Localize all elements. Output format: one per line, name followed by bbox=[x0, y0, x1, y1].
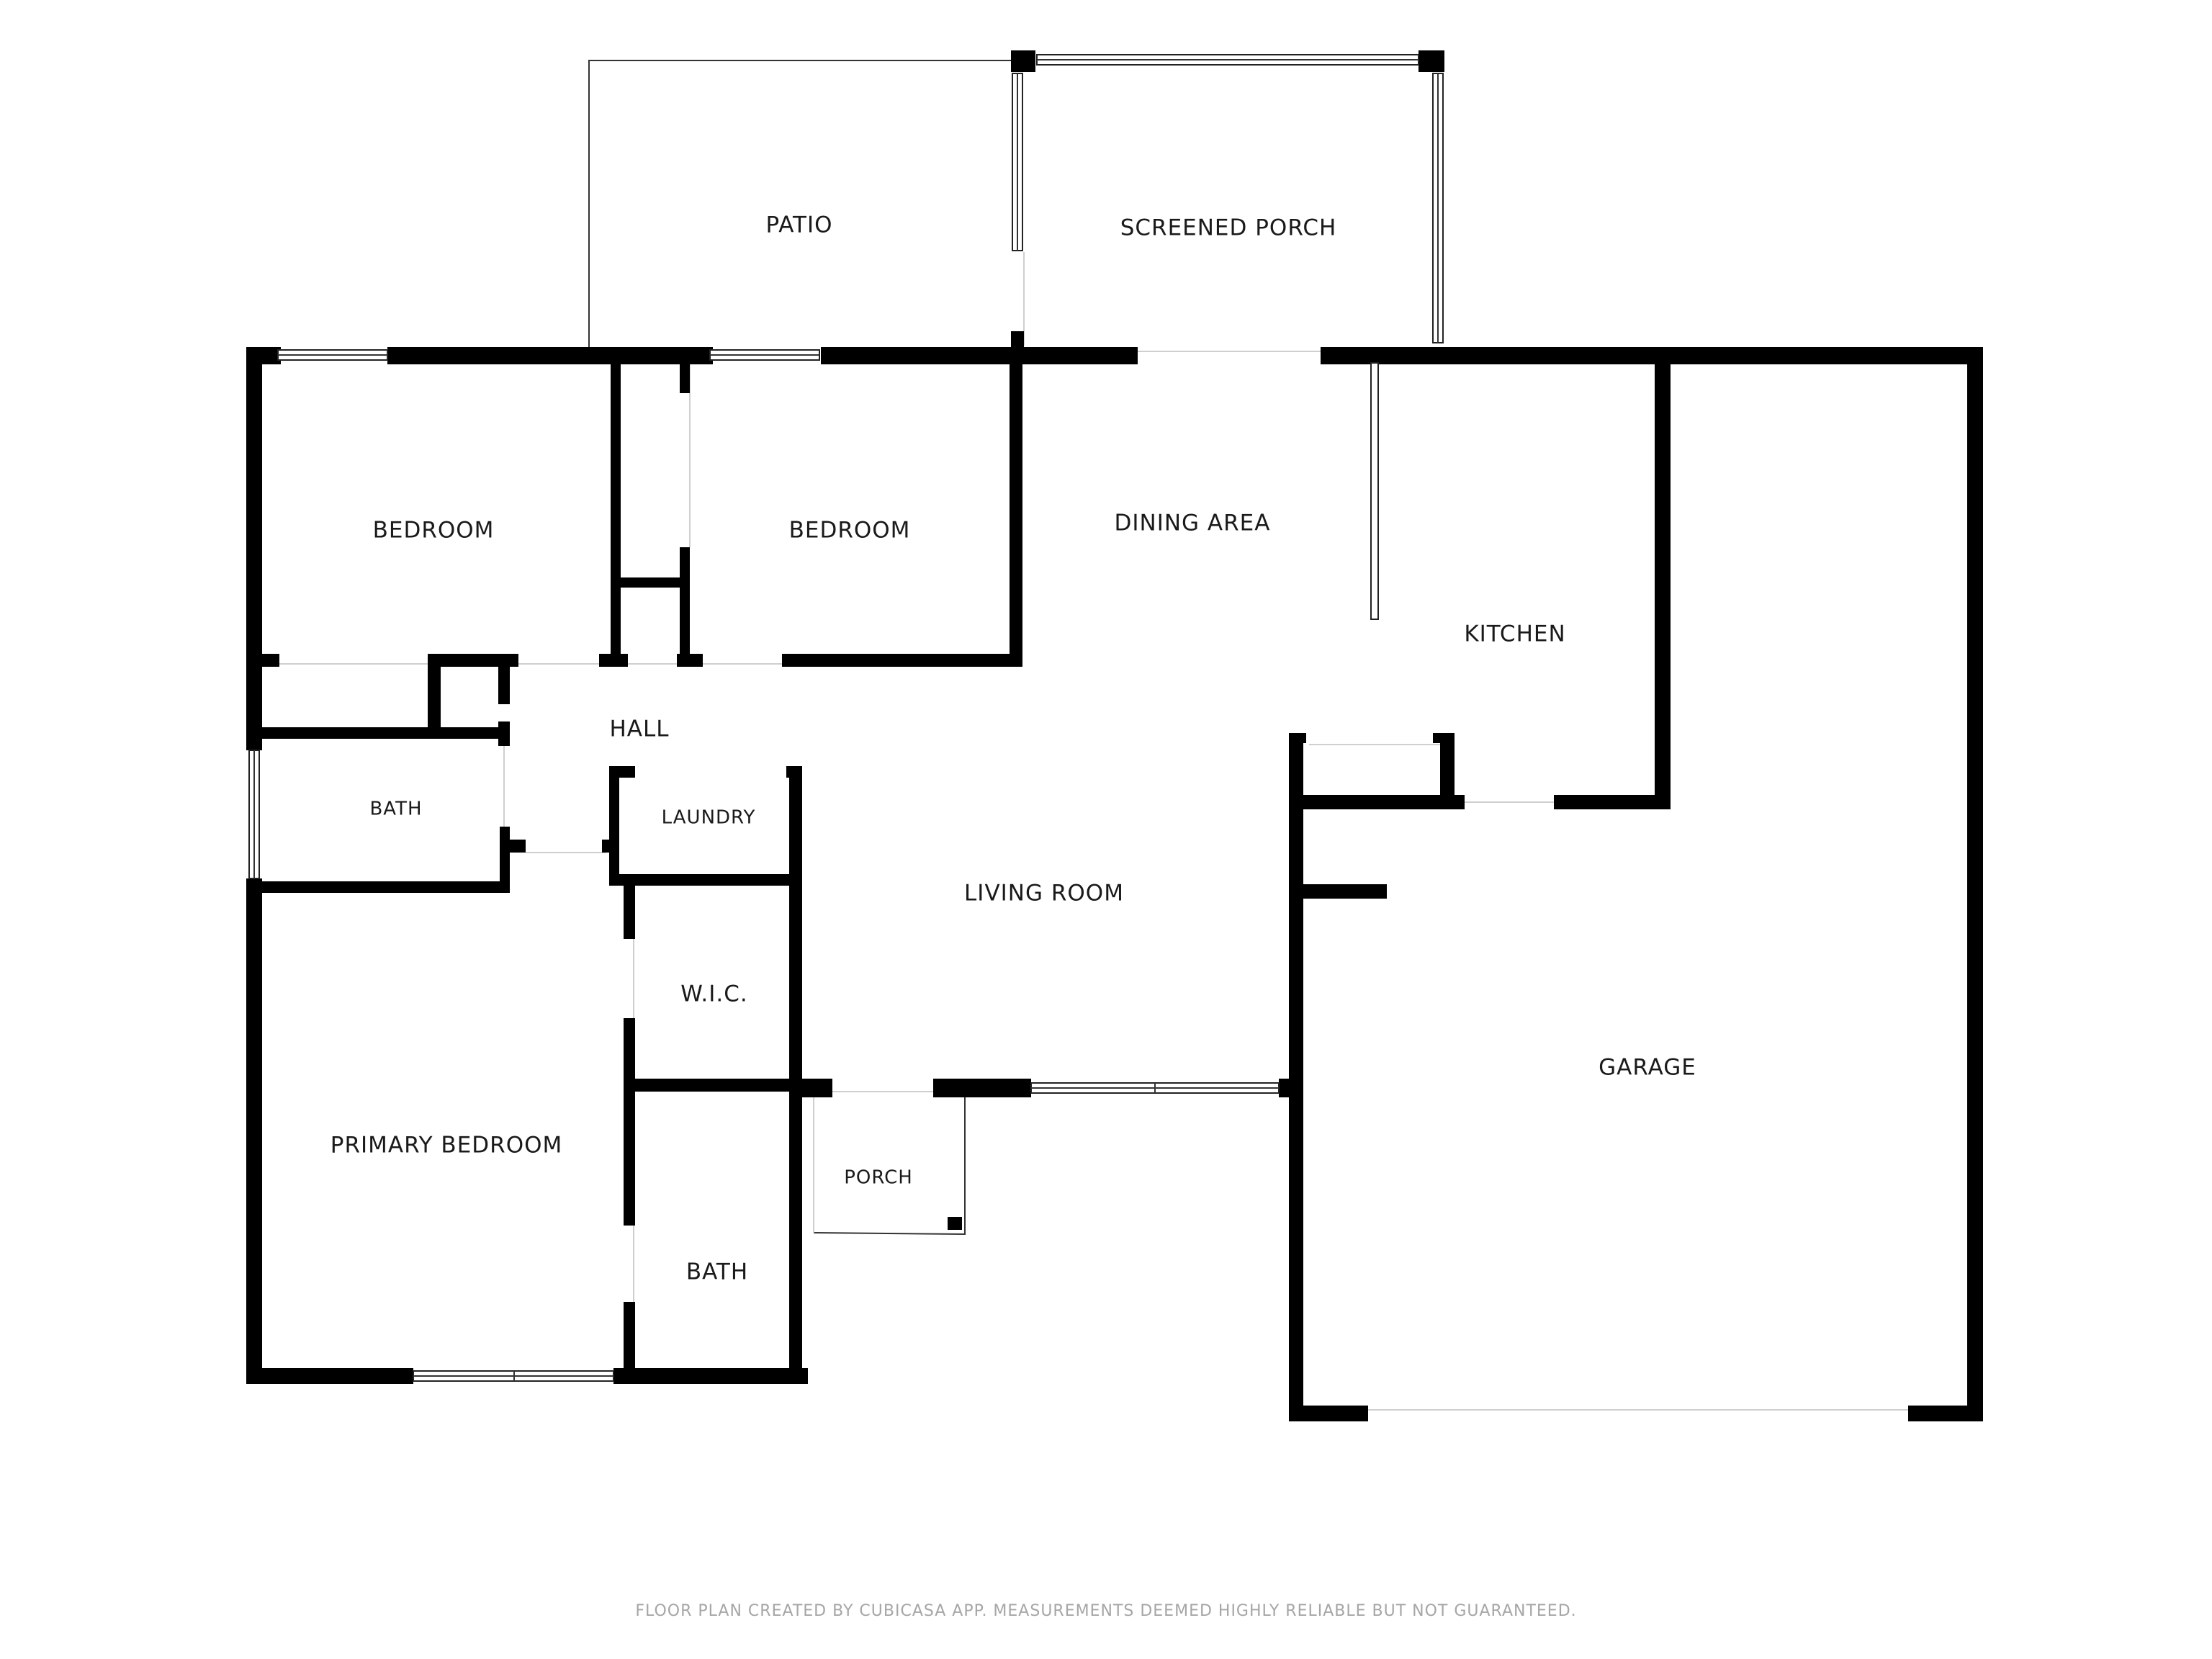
thin-outlines bbox=[588, 60, 1022, 1236]
room-label-garage: GARAGE bbox=[1599, 1055, 1696, 1081]
room-label-living-room: LIVING ROOM bbox=[964, 881, 1124, 907]
windows bbox=[248, 54, 1444, 1382]
room-label-bedroom-middle: BEDROOM bbox=[789, 518, 911, 544]
walls bbox=[246, 50, 1983, 1421]
room-label-bedroom-left: BEDROOM bbox=[373, 518, 495, 544]
footer-disclaimer: FLOOR PLAN CREATED BY CUBICASA APP. MEAS… bbox=[635, 1602, 1576, 1620]
room-label-hall: HALL bbox=[609, 716, 669, 742]
room-label-patio: PATIO bbox=[766, 212, 833, 238]
room-label-primary-bedroom: PRIMARY BEDROOM bbox=[331, 1133, 563, 1159]
room-label-laundry: LAUNDRY bbox=[662, 807, 756, 829]
room-label-porch: PORCH bbox=[844, 1167, 913, 1189]
room-label-wic: W.I.C. bbox=[680, 981, 747, 1007]
room-label-kitchen: KITCHEN bbox=[1464, 621, 1565, 647]
room-label-bath-left: BATH bbox=[369, 799, 422, 820]
room-labels: PATIO SCREENED PORCH BEDROOM BEDROOM DIN… bbox=[331, 212, 1696, 1285]
room-label-screened-porch: SCREENED PORCH bbox=[1120, 215, 1337, 241]
room-label-bath-primary: BATH bbox=[686, 1259, 748, 1285]
room-label-dining-area: DINING AREA bbox=[1115, 511, 1271, 536]
openings bbox=[279, 252, 1908, 1411]
